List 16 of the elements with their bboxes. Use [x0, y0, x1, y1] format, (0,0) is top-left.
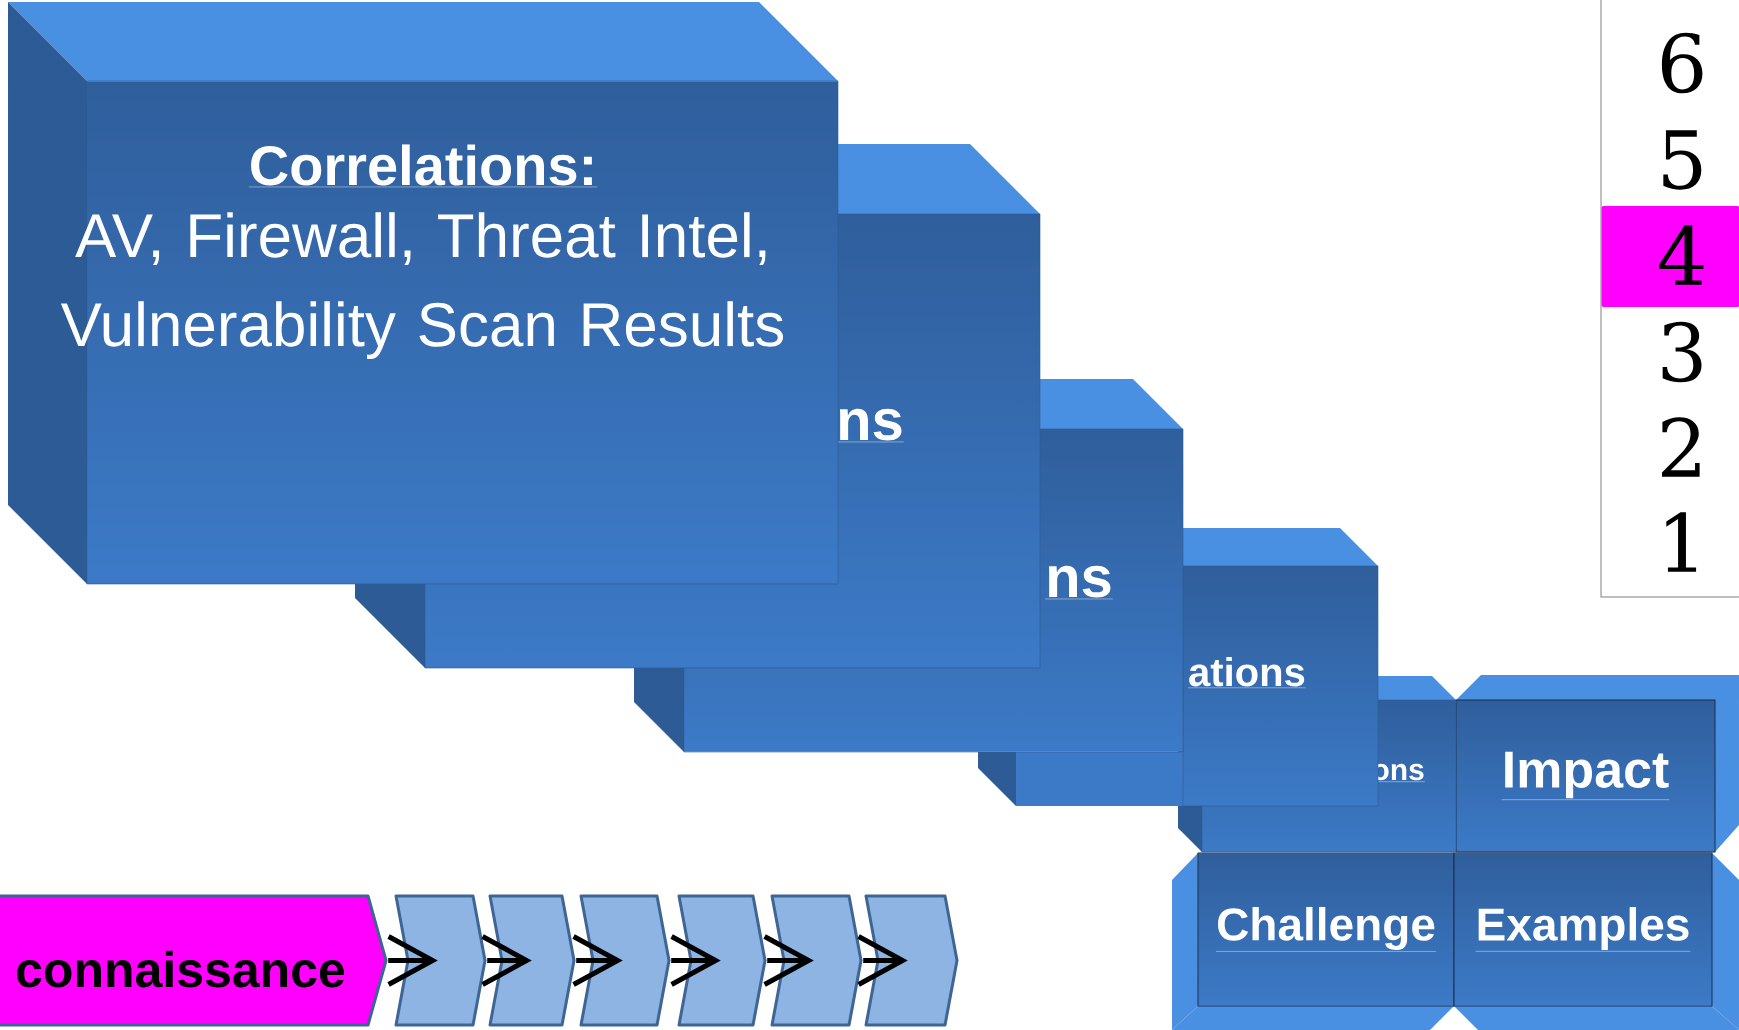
chevron-step — [864, 894, 959, 1027]
chevron-step — [677, 894, 767, 1027]
label: 6 — [1661, 32, 1703, 94]
cube-box: ations — [1182, 528, 1379, 807]
chevron-step — [488, 894, 576, 1027]
label: 1 — [1666, 512, 1697, 572]
chevron-step — [579, 894, 671, 1027]
bevel-box: Challenge — [1172, 852, 1455, 1030]
highlight-box: 4 — [1601, 206, 1739, 307]
bevel-box: Examples — [1453, 852, 1739, 1030]
chevron-step — [770, 894, 863, 1027]
chevron-step: connaissance — [0, 894, 388, 1027]
cube-box: Correlations: AV, Firewall, Threat Intel, Vulnerability Scan Results — [8, 2, 839, 585]
bevel-box: Impact — [1455, 675, 1739, 853]
chevron-step — [394, 894, 487, 1027]
label: 2 — [1661, 417, 1700, 477]
